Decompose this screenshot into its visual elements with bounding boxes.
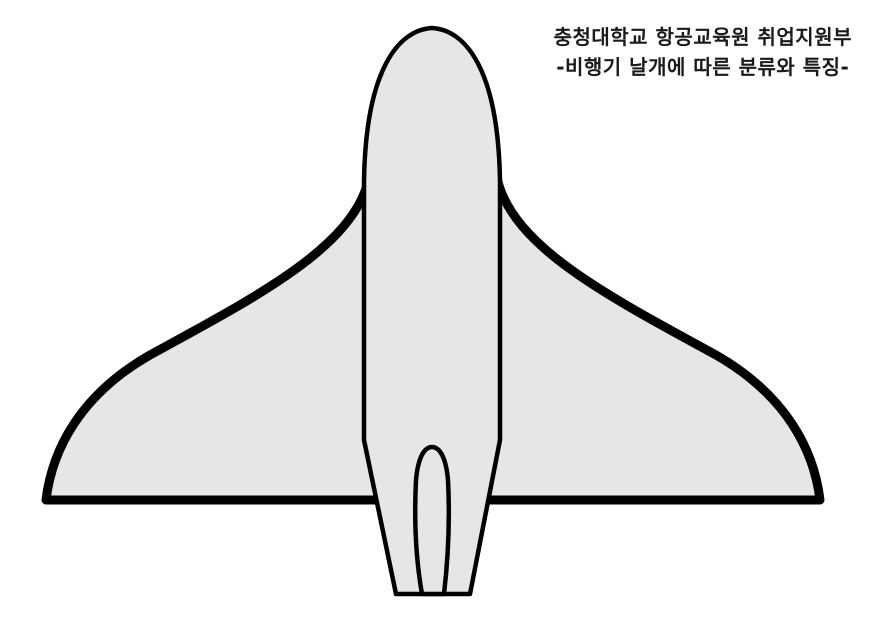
caption: 충청대학교 항공교육원 취업지원부 -비행기 날개에 따른 분류와 특징- [554,22,852,82]
tail-fin [413,444,452,597]
caption-subtitle: -비행기 날개에 따른 분류와 특징- [556,55,850,79]
caption-title: 충청대학교 항공교육원 취업지원부 [553,25,852,49]
fuselage [361,25,503,597]
